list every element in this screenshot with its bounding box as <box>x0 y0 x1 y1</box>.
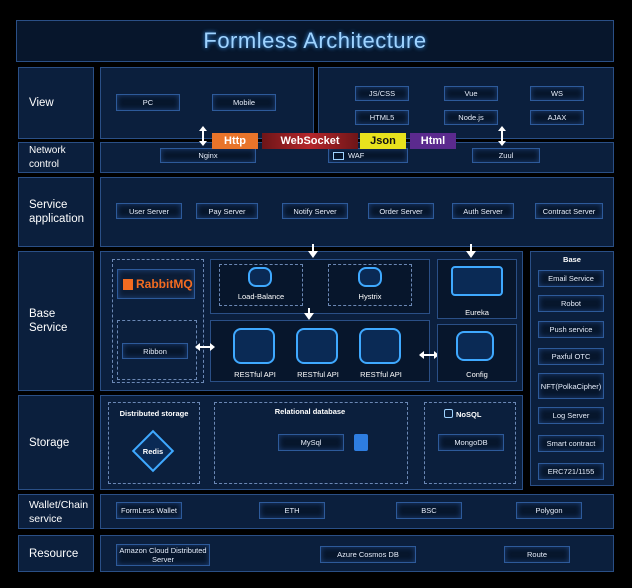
base-erc[interactable]: ERC721/1155 <box>538 463 604 480</box>
nosql-icon <box>444 409 453 418</box>
base-robot[interactable]: Robot <box>538 295 604 312</box>
row-label-service: Service application <box>18 177 94 247</box>
view-item-html5[interactable]: HTML5 <box>355 110 409 125</box>
service-notify[interactable]: Notify Server <box>282 203 348 219</box>
row-label-network: Network control <box>18 142 94 173</box>
page-title: Formless Architecture <box>203 28 427 53</box>
restful-api-icon-1 <box>233 328 275 364</box>
base-nft[interactable]: NFT(PolkaCipher) <box>538 373 604 399</box>
row-label-resource: Resource <box>18 535 94 572</box>
rabbitmq-logo: RabbitMQ <box>117 269 195 299</box>
load-balance-icon <box>248 267 272 287</box>
base-title: Base <box>563 255 581 264</box>
wallet-polygon[interactable]: Polygon <box>516 502 582 519</box>
view-item-vue[interactable]: Vue <box>444 86 498 101</box>
arrow-down-icon <box>304 308 314 320</box>
rabbitmq-label: RabbitMQ <box>136 276 193 291</box>
resource-route[interactable]: Route <box>504 546 570 563</box>
network-waf-label: WAF <box>348 151 365 160</box>
relational-db-label: Relational database <box>274 407 346 416</box>
base-paxful[interactable]: Paxful OTC <box>538 348 604 365</box>
wallet-bsc[interactable]: BSC <box>396 502 462 519</box>
view-item-jscss[interactable]: JS/CSS <box>355 86 409 101</box>
rabbitmq-icon <box>123 278 133 290</box>
base-email[interactable]: Email Service <box>538 270 604 287</box>
restful-api-label-1: RESTful API <box>234 370 276 379</box>
view-item-pc[interactable]: PC <box>116 94 180 111</box>
view-item-mobile[interactable]: Mobile <box>212 94 276 111</box>
arrow-down-icon <box>466 244 476 258</box>
view-item-ajax[interactable]: AJAX <box>530 110 584 125</box>
hystrix-label: Hystrix <box>358 292 382 301</box>
relational-db-group <box>214 402 408 484</box>
restful-api-label-3: RESTful API <box>360 370 402 379</box>
row-label-wallet: Wallet/Chain service <box>18 494 94 529</box>
network-nginx[interactable]: Nginx <box>160 148 256 163</box>
redis-label: Redis <box>142 447 164 456</box>
config-label: Config <box>466 370 488 379</box>
eureka-label: Eureka <box>465 308 489 317</box>
waf-icon <box>333 151 344 160</box>
resource-amazon[interactable]: Amazon Cloud Distributed Server <box>116 544 210 566</box>
service-user[interactable]: User Server <box>116 203 182 219</box>
wallet-formless[interactable]: FormLess Wallet <box>116 502 182 519</box>
mongodb-box[interactable]: MongoDB <box>438 434 504 451</box>
hystrix-group <box>328 264 412 306</box>
restful-api-icon-3 <box>359 328 401 364</box>
service-panel <box>100 177 614 247</box>
title-bar: Formless Architecture <box>16 20 614 62</box>
cloud-icon <box>451 266 503 296</box>
double-arrow-icon <box>195 343 215 351</box>
restful-api-icon-2 <box>296 328 338 364</box>
base-log[interactable]: Log Server <box>538 407 604 424</box>
network-zuul[interactable]: Zuul <box>472 148 540 163</box>
nosql-group <box>424 402 516 484</box>
ribbon-group <box>117 320 197 380</box>
base-smart-contract[interactable]: Smart contract <box>538 435 604 452</box>
mysql-box[interactable]: MySql <box>278 434 344 451</box>
database-icon <box>354 434 368 451</box>
nosql-label: NoSQL <box>456 410 482 419</box>
protocol-http: Http <box>212 133 258 149</box>
restful-api-label-2: RESTful API <box>297 370 339 379</box>
service-order[interactable]: Order Server <box>368 203 434 219</box>
view-right-panel <box>318 67 614 139</box>
double-arrow-icon <box>498 126 506 146</box>
service-pay[interactable]: Pay Server <box>196 203 258 219</box>
service-contract[interactable]: Contract Server <box>535 203 603 219</box>
view-item-nodejs[interactable]: Node.js <box>444 110 498 125</box>
row-label-storage: Storage <box>18 395 94 490</box>
protocol-websocket: WebSocket <box>262 133 358 149</box>
view-item-ws[interactable]: WS <box>530 86 584 101</box>
hystrix-icon <box>358 267 382 287</box>
protocol-json: Json <box>360 133 406 149</box>
protocol-html: Html <box>410 133 456 149</box>
arrow-down-icon <box>308 244 318 258</box>
base-push[interactable]: Push service <box>538 321 604 338</box>
ribbon-box[interactable]: Ribbon <box>122 343 188 359</box>
double-arrow-icon <box>199 126 207 146</box>
network-waf[interactable]: WAF <box>328 148 408 163</box>
distributed-storage-group <box>108 402 200 484</box>
row-label-base-service: Base Service <box>18 251 94 391</box>
double-arrow-icon <box>419 351 439 359</box>
config-icon <box>456 331 494 361</box>
row-label-view: View <box>18 67 94 139</box>
wallet-eth[interactable]: ETH <box>259 502 325 519</box>
resource-azure[interactable]: Azure Cosmos DB <box>320 546 416 563</box>
load-balance-label: Load-Balance <box>237 292 285 301</box>
service-auth[interactable]: Auth Server <box>452 203 514 219</box>
lb-hystrix-group <box>210 259 430 314</box>
distributed-storage-label: Distributed storage <box>119 409 189 418</box>
mq-group <box>112 259 204 383</box>
load-balance-group <box>219 264 303 306</box>
